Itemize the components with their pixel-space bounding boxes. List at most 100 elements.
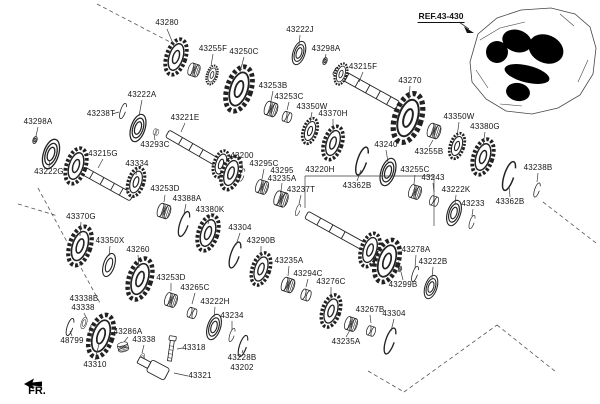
part-43362b-snap-1 <box>352 145 372 177</box>
part-label-43233: 43233 <box>461 199 485 208</box>
part-43250c-gear <box>220 63 257 114</box>
part-label-43370h: 43370H <box>318 109 348 118</box>
part-43222a-bearing <box>126 111 150 145</box>
part-43318-bolt <box>167 335 177 362</box>
part-label-43222b: 43222B <box>418 257 448 266</box>
part-43222g-bearing <box>38 136 64 172</box>
ref-43-430-link[interactable]: REF.43-430 <box>417 11 465 23</box>
part-label-43304-1: 43304 <box>228 223 252 232</box>
bracket-43220h <box>304 175 435 226</box>
ref-arrow <box>458 21 474 33</box>
part-label-43253d-2: 43253D <box>156 273 186 282</box>
part-label-43304-2: 43304 <box>382 309 406 318</box>
part-43255f-gear <box>203 63 221 87</box>
part-label-43370g: 43370G <box>66 212 96 221</box>
part-43280-gear <box>159 34 193 80</box>
part-43222b-bearing <box>421 273 441 301</box>
part-label-43240: 43240 <box>374 140 398 149</box>
part-label-43222g: 43222G <box>34 167 64 176</box>
part-43215g-pinion <box>59 143 93 189</box>
part-43293c-spacer <box>152 128 160 136</box>
fr-direction-arrow <box>24 378 42 390</box>
part-label-43234: 43234 <box>220 311 244 320</box>
part-label-43380k: 43380K <box>195 205 225 214</box>
part-43255b-needle <box>425 121 443 141</box>
part-label-43228b: 43228B <box>227 353 257 362</box>
part-43321-sensor <box>136 356 170 381</box>
part-label-43220h: 43220H <box>305 165 335 174</box>
part-label-43243: 43243 <box>421 173 445 182</box>
part-label-43350w-2: 43350W <box>443 112 475 121</box>
part-43253d-needle-2 <box>162 291 180 309</box>
part-43238b-snap <box>532 181 542 199</box>
part-label-43362b-1: 43362B <box>342 181 372 190</box>
part-43260-gear <box>123 255 157 302</box>
part-43235a-needle-3 <box>342 315 360 333</box>
part-label-43222a: 43222A <box>127 90 157 99</box>
part-label-43255f: 43255F <box>198 44 228 53</box>
part-label-43253c: 43253C <box>274 92 304 101</box>
part-label-43299b: 43299B <box>388 280 418 289</box>
part-label-43298a-2: 43298A <box>23 117 53 126</box>
part-label-43388a: 43388A <box>172 194 202 203</box>
part-label-43338-2: 43338 <box>132 335 156 344</box>
part-43235a-needle-1 <box>186 61 202 79</box>
part-label-43255b: 43255B <box>414 147 444 156</box>
part-label-43222k: 43222K <box>441 185 471 194</box>
part-label-43215g: 43215G <box>88 149 118 158</box>
part-43265c-sleeve <box>185 306 199 320</box>
part-43235a-needle-2 <box>279 275 297 295</box>
part-43388a-ring <box>175 209 193 239</box>
part-label-43298a-1: 43298A <box>311 44 341 53</box>
part-43370g-gear <box>64 224 96 269</box>
part-label-43338b: 43338B <box>69 294 99 303</box>
part-label-43295: 43295 <box>270 166 294 175</box>
part-43253d-needle-1 <box>155 201 173 221</box>
part-label-43215f: 43215F <box>348 62 378 71</box>
part-label-43250c: 43250C <box>229 47 259 56</box>
part-label-43334: 43334 <box>125 159 149 168</box>
part-label-43350w-1: 43350W <box>296 102 328 111</box>
part-43338b-washer <box>79 316 89 330</box>
part-43238t-snap <box>117 102 129 120</box>
part-label-43238t: 43238T <box>86 109 116 118</box>
part-label-43294c: 43294C <box>293 269 323 278</box>
part-label-43221e: 43221E <box>170 113 200 122</box>
part-label-43222h: 43222H <box>200 297 230 306</box>
part-label-43237t: 43237T <box>286 185 316 194</box>
part-43304-ring-1 <box>226 240 244 270</box>
leader-lines <box>35 28 539 377</box>
part-label-43318: 43318 <box>182 343 206 352</box>
part-label-43200: 43200 <box>230 151 254 160</box>
part-43380k-hub <box>191 210 225 256</box>
transaxle-case-illustration <box>469 7 597 115</box>
part-label-43255c: 43255C <box>400 165 430 174</box>
part-label-43202: 43202 <box>230 363 254 372</box>
part-label-43321: 43321 <box>188 371 212 380</box>
part-label-43380g: 43380G <box>470 122 500 131</box>
part-label-43290b: 43290B <box>246 236 276 245</box>
part-43298a-nut-2 <box>31 135 39 145</box>
part-label-43222j: 43222J <box>286 25 314 34</box>
part-43304-ring-2 <box>381 326 399 356</box>
part-label-43280: 43280 <box>155 18 179 27</box>
part-label-43270: 43270 <box>398 76 422 85</box>
part-label-43362b-2: 43362B <box>495 197 525 206</box>
part-label-43278a: 43278A <box>401 245 431 254</box>
part-label-43350x: 43350X <box>95 236 125 245</box>
part-43380g-hub <box>466 134 500 180</box>
part-43253b-needle <box>262 99 280 119</box>
part-label-43338-1: 43338 <box>71 303 95 312</box>
part-label-43235a-1: 43235A <box>267 174 297 183</box>
part-label-43293c: 43293C <box>140 140 170 149</box>
part-43350w-ring-1 <box>297 114 323 148</box>
part-label-43286a: 43286A <box>113 327 143 336</box>
part-43267b-sleeve <box>365 324 377 338</box>
part-43253c-sleeve <box>280 110 294 124</box>
part-label-43295c: 43295C <box>249 159 279 168</box>
part-label-43267b: 43267B <box>355 305 385 314</box>
fr-direction-label: FR. <box>28 385 46 397</box>
part-43310-diff-gear <box>83 312 118 361</box>
